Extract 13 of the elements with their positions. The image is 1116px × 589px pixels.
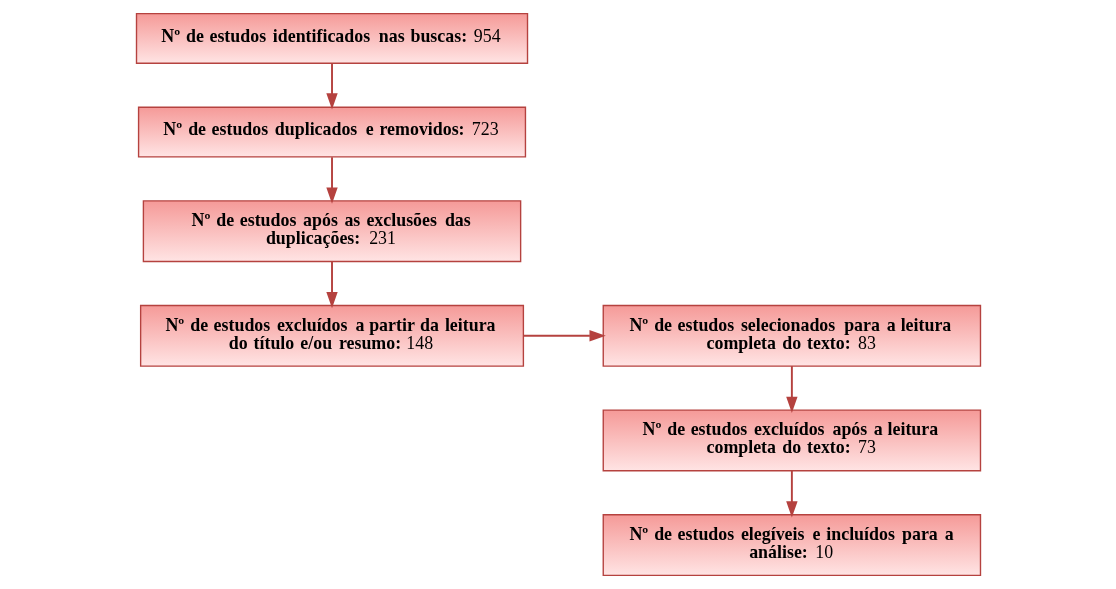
node-box: Nº de estudos excluídos após a leitura completa do texto: 73 — [602, 409, 981, 472]
arrow — [325, 156, 338, 204]
node-box: Nº de estudos após as exclusões das duplicações: 231 — [142, 200, 521, 263]
arrow — [522, 330, 606, 342]
arrow — [785, 469, 798, 518]
arrow — [325, 62, 338, 110]
node-box: Nº de estudos elegíveis e incluídos para a análise: 10 — [602, 514, 981, 577]
arrow — [785, 365, 798, 413]
node-box: Nº de estudos selecionados para a leitura completa do texto: 83 — [602, 304, 981, 367]
node-box: Nº de estudos identificados nas buscas: 954 — [135, 12, 528, 64]
arrow — [325, 260, 338, 309]
node-box: Nº de estudos duplicados e removidos: 723 — [137, 106, 526, 158]
node-box: Nº de estudos excluídos a partir da leitura do título e/ou resumo: 148 — [139, 304, 524, 367]
